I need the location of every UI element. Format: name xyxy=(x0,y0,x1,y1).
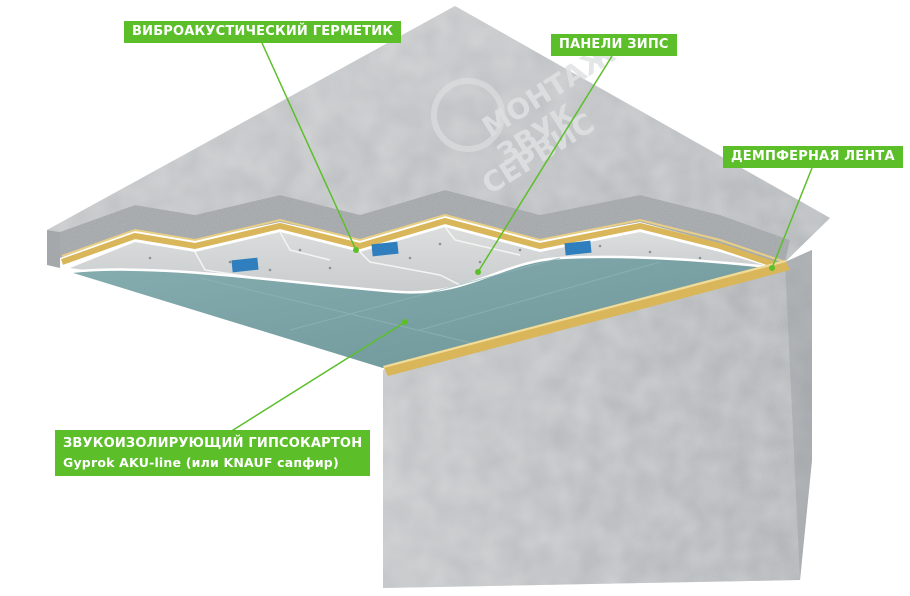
panel-tag xyxy=(564,240,592,256)
label-gypsum-board: ЗВУКОИЗОЛИРУЮЩИЙ ГИПСОКАРТОН Gyprok AKU-… xyxy=(55,430,371,476)
leader-dot xyxy=(769,265,775,271)
leader-dot xyxy=(475,269,481,275)
label-vibro-sealant: ВИБРОАКУСТИЧЕСКИЙ ГЕРМЕТИК xyxy=(124,21,402,43)
label-gypsum-board-title: ЗВУКОИЗОЛИРУЮЩИЙ ГИПСОКАРТОН xyxy=(63,436,363,451)
label-damper-tape: ДЕМПФЕРНАЯ ЛЕНТА xyxy=(723,146,903,168)
leader-dot xyxy=(402,319,408,325)
concrete-wall xyxy=(383,250,812,588)
leader-dot xyxy=(353,247,359,253)
leader-gypsum xyxy=(229,321,406,433)
leader-damper xyxy=(771,167,813,269)
damper-tape xyxy=(383,260,790,376)
gypsum-board xyxy=(69,255,781,368)
label-gypsum-board-subtitle: Gyprok AKU-line (или KNAUF сапфир) xyxy=(63,455,339,470)
leader-sealant xyxy=(261,42,357,251)
leader-zips xyxy=(477,55,613,273)
leader-lines xyxy=(229,42,813,433)
panel-tag xyxy=(371,241,399,257)
label-zips-panels: ПАНЕЛИ ЗИПС xyxy=(551,34,677,56)
panel-tag xyxy=(231,257,259,273)
insulation-layer xyxy=(60,213,786,271)
